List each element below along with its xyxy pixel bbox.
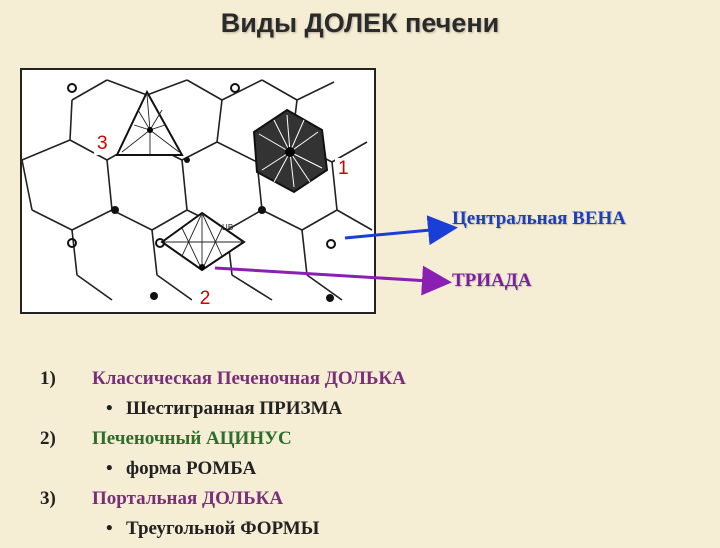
marker-2: 2 bbox=[192, 286, 218, 312]
central-vein-circles bbox=[67, 83, 336, 249]
lobule-diagram: ЦВ bbox=[20, 68, 376, 314]
triad-markers bbox=[111, 157, 334, 302]
marker-1: 1 bbox=[335, 158, 352, 180]
central-vein-label: Центральная ВЕНА bbox=[452, 208, 626, 229]
legend-number: 3) bbox=[40, 488, 56, 509]
bullet-icon: • bbox=[106, 458, 113, 479]
legend-item-3: 3) Портальная ДОЛЬКА bbox=[40, 488, 680, 518]
bullet-icon: • bbox=[106, 518, 113, 539]
legend-number: 1) bbox=[40, 368, 56, 389]
legend-name: Классическая Печеночная ДОЛЬКА bbox=[92, 368, 406, 389]
legend-name: Портальная ДОЛЬКА bbox=[92, 488, 284, 509]
lobule-types-legend: 1) Классическая Печеночная ДОЛЬКА • Шест… bbox=[40, 368, 680, 548]
legend-subitem-1: • Шестигранная ПРИЗМА bbox=[40, 398, 680, 428]
legend-number: 2) bbox=[40, 428, 56, 449]
lobule-diagram-svg: ЦВ bbox=[22, 79, 373, 302]
bullet-icon: • bbox=[106, 398, 113, 419]
portal-lobule-shape bbox=[115, 89, 184, 156]
legend-subitem-3: • Треугольной ФОРМЫ bbox=[40, 518, 680, 548]
inner-label: ЦВ bbox=[222, 223, 233, 232]
legend-name: Печеночный АЦИНУС bbox=[92, 428, 292, 449]
marker-3: 3 bbox=[94, 133, 111, 155]
legend-sub-text: Шестигранная ПРИЗМА bbox=[126, 398, 343, 419]
classic-lobule-shape bbox=[252, 108, 329, 194]
legend-item-2: 2) Печеночный АЦИНУС bbox=[40, 428, 680, 458]
legend-sub-text: Треугольной ФОРМЫ bbox=[126, 518, 320, 539]
legend-item-1: 1) Классическая Печеночная ДОЛЬКА bbox=[40, 368, 680, 398]
legend-subitem-2: • форма РОМБА bbox=[40, 458, 680, 488]
slide-title: Виды ДОЛЕК печени bbox=[220, 8, 500, 38]
acinus-shape bbox=[160, 211, 246, 272]
triad-label: ТРИАДА bbox=[452, 270, 532, 291]
legend-sub-text: форма РОМБА bbox=[126, 458, 257, 479]
